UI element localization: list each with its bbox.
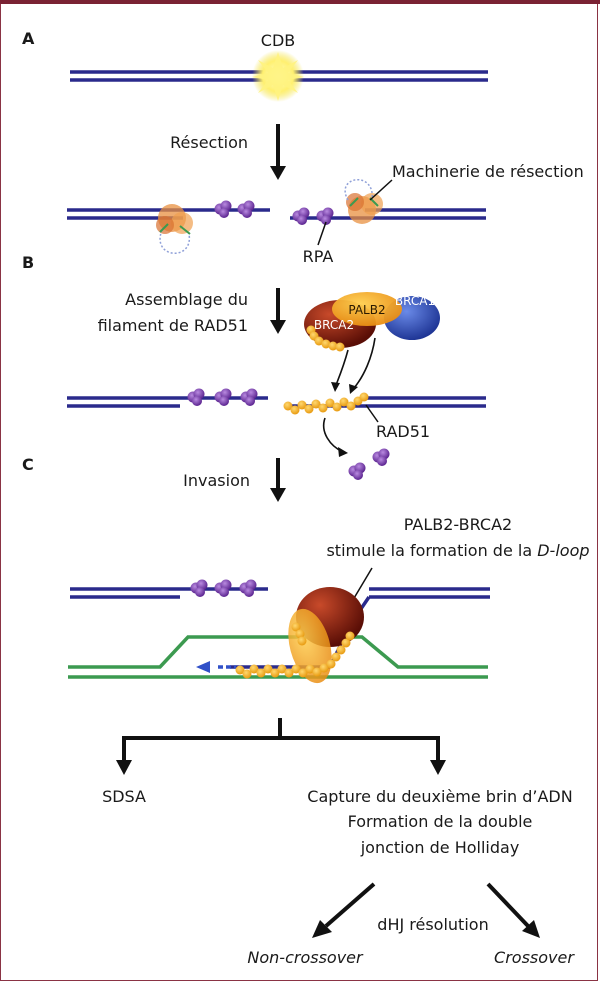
invasion-label: Invasion [183,471,250,490]
section-b-label: B [22,253,34,272]
brca1-label: BRCA1 [395,294,435,308]
arrow-crossover-head [522,920,540,938]
dhj-resolution-label: dHJ résolution [377,915,488,934]
arrow-crossover [486,882,530,928]
section-c-label: C [22,455,34,474]
capture-label-line1: Capture du deuxième brin d’ADN [307,787,572,806]
figure-frame [0,4,598,981]
sdsa-label: SDSA [102,787,146,806]
curved-arrow-palb2-head [349,384,358,394]
arrow-noncrossover-head [312,920,332,938]
homologous-template-dna [68,635,488,679]
arrow-invasion-head [270,488,286,502]
rad51-filament-dloop [235,622,355,679]
rpa-cluster-right [292,207,334,225]
assembly-label-line2: filament de RAD51 [98,316,248,335]
curved-arrow-brca2 [335,349,349,386]
rpa-cluster-step3 [187,388,258,406]
capture-label-line3: jonction de Holliday [360,838,520,857]
invading-dna-left [70,587,268,599]
brca-complex-b: BRCA1 PALB2 BRCA2 [304,292,440,352]
dloop-label-line2: stimule la formation de la D-loop [326,541,589,560]
rad51-filament [283,392,369,415]
arrow-noncrossover [324,882,376,928]
palb2-protein [332,292,402,326]
rad51-chain-on-brca2 [306,325,345,352]
resection-machinery-left [156,204,193,254]
rad51-label: RAD51 [376,422,430,441]
arrow-resection-head [270,166,286,180]
curved-arrow-brca2-head [331,382,340,392]
section-a-label: A [22,29,35,48]
resection-machinery-right [344,178,383,224]
curved-arrow-palb2 [353,337,376,389]
machinery-pointer [369,179,393,201]
resection-label: Résection [170,133,248,152]
branch-arrows [116,718,446,775]
rpa-cluster-left [214,200,255,218]
palb2-label: PALB2 [348,303,385,317]
rpa-release-arrow [323,417,344,453]
top-border [0,0,600,4]
arrow-assembly-head [270,320,286,334]
rpa-pointer [317,221,327,246]
dloop-label-line1: PALB2-BRCA2 [404,515,512,534]
capture-label-line2: Formation de la double [348,812,533,831]
assembly-label-line1: Assemblage du [125,290,248,309]
rad51-pointer [365,404,379,423]
invading-dna-right [369,587,490,599]
brca2-label: BRCA2 [314,318,354,332]
double-strand-break-burst [252,50,304,102]
rpa-label: RPA [303,247,334,266]
released-rpa [348,448,390,480]
rpa-release-arrow-head [338,447,348,457]
dna-with-filament-left [67,396,268,408]
machinery-label: Machinerie de résection [392,162,584,181]
dloop-italic: D-loop [537,541,589,560]
rpa-cluster-step4 [190,579,257,597]
cdb-label: CDB [261,31,295,50]
crossover-label: Crossover [494,948,575,967]
noncrossover-label: Non-crossover [247,948,364,967]
